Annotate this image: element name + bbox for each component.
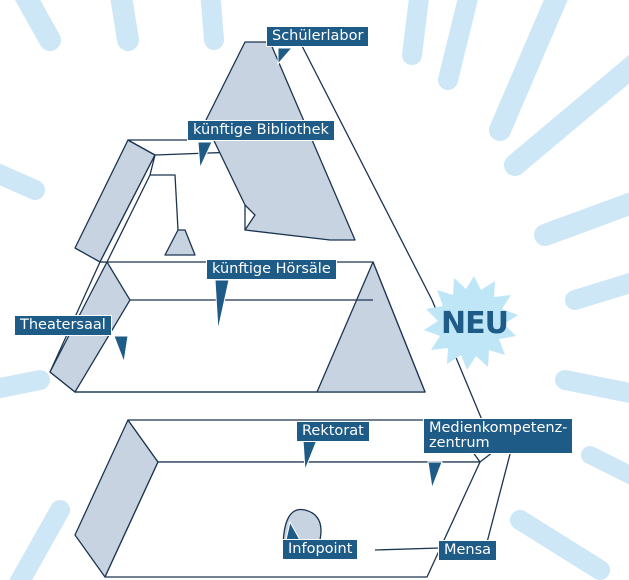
lower-building (74, 419, 481, 578)
label-infopoint[interactable]: Infopoint (282, 539, 359, 560)
label-bibliothek[interactable]: künftige Bibliothek (187, 120, 335, 141)
new-badge-text: NEU (441, 306, 509, 341)
label-medienkompetenzzentrum[interactable]: Medienkompetenz- zentrum (423, 418, 574, 454)
label-medien-line2: zentrum (429, 435, 490, 451)
label-medien-line1: Medienkompetenz- (429, 420, 568, 436)
label-rektorat[interactable]: Rektorat (296, 421, 370, 442)
label-pointers (113, 47, 443, 541)
label-mensa[interactable]: Mensa (438, 540, 498, 561)
label-theatersaal[interactable]: Theatersaal (14, 315, 112, 336)
new-badge-burst (424, 276, 518, 370)
label-schuelerlabor[interactable]: Schülerlabor (266, 26, 370, 47)
label-hoersaele[interactable]: künftige Hörsäle (206, 259, 337, 280)
